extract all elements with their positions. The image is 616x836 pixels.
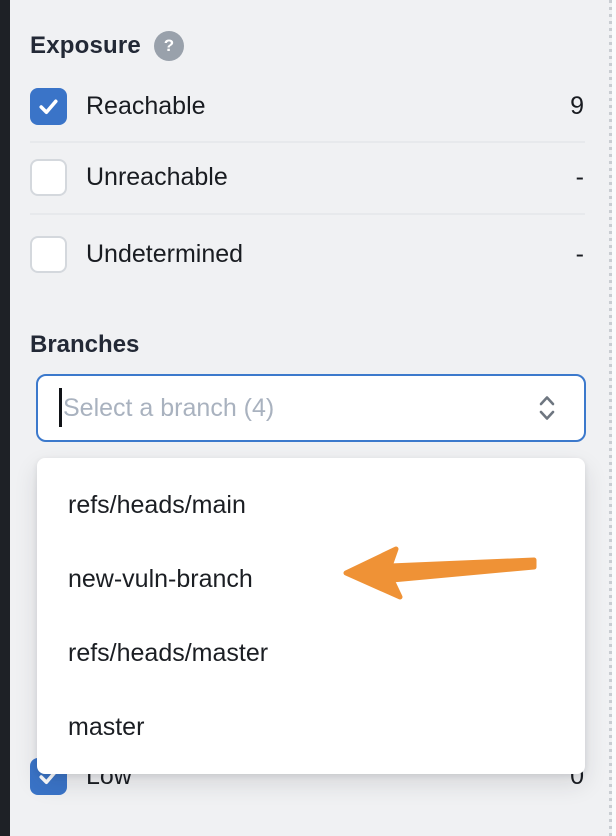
help-icon[interactable]: ? [153, 31, 184, 61]
filter-label: Undetermined [86, 240, 244, 268]
branch-option-new-vuln-branch[interactable]: new-vuln-branch [68, 564, 253, 593]
branch-option-master[interactable]: master [68, 712, 145, 741]
branch-select [36, 374, 586, 442]
filter-count: - [575, 163, 584, 191]
branch-select-input[interactable] [36, 374, 586, 442]
panel-resize-divider[interactable] [609, 0, 612, 836]
checkbox-unreachable[interactable] [30, 159, 67, 196]
row-divider [30, 141, 585, 143]
branches-section-title: Branches [30, 331, 140, 358]
checkbox-reachable[interactable] [30, 88, 67, 125]
exposure-section-title: Exposure [30, 32, 141, 59]
check-icon [39, 769, 58, 784]
filter-label: Unreachable [86, 163, 228, 191]
row-divider [30, 213, 585, 215]
exposure-section-header: Exposure ? [30, 31, 184, 61]
filter-count: - [575, 240, 584, 268]
filter-count: 9 [570, 92, 584, 120]
branch-option-refs-master[interactable]: refs/heads/master [68, 638, 269, 667]
check-icon [39, 99, 58, 114]
filter-label: Reachable [86, 92, 206, 120]
text-caret [59, 388, 62, 427]
panel-right-gutter [612, 0, 616, 836]
branch-option-main[interactable]: refs/heads/main [68, 490, 246, 519]
checkbox-undetermined[interactable] [30, 236, 67, 273]
filter-row-unreachable[interactable]: Unreachable - [30, 159, 584, 196]
app-edge-strip [0, 0, 10, 836]
filter-row-undetermined[interactable]: Undetermined - [30, 236, 584, 273]
branch-options-dropdown: refs/heads/main new-vuln-branch refs/hea… [37, 458, 585, 774]
filter-row-reachable[interactable]: Reachable 9 [30, 88, 584, 125]
help-icon-glyph: ? [163, 36, 175, 55]
